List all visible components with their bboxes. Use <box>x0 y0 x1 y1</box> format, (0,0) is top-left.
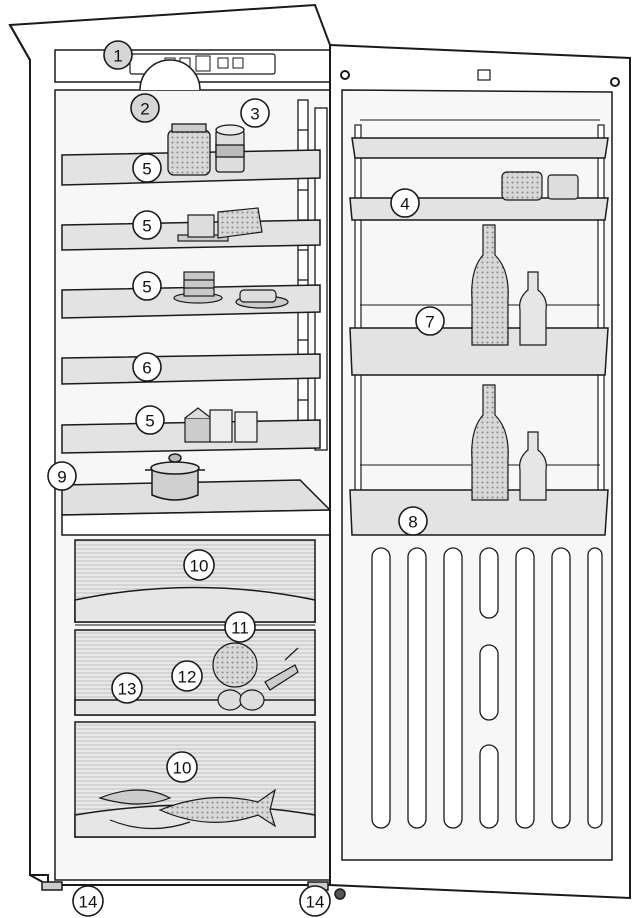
callout-circle <box>130 93 160 123</box>
fish <box>98 788 277 830</box>
callout-circle <box>132 271 162 301</box>
callout-circle <box>132 352 162 382</box>
callout-c10a: 10 <box>183 549 215 581</box>
cake-and-butter <box>173 271 289 309</box>
callout-circle <box>132 153 162 183</box>
shelf <box>61 353 321 385</box>
callout-c1: 1 <box>103 40 133 70</box>
callout-c9: 9 <box>47 461 77 491</box>
callout-label: 9 <box>57 468 66 487</box>
callout-circle <box>103 40 133 70</box>
door-bottles <box>471 224 547 501</box>
callout-circle <box>135 405 165 435</box>
callout-label: 4 <box>400 195 409 214</box>
callout-c12: 12 <box>171 660 203 692</box>
door-bin-top <box>351 137 609 159</box>
door-jars <box>501 171 579 201</box>
door-bin-2 <box>349 197 609 221</box>
callout-c2: 2 <box>130 93 160 123</box>
callout-c14a: 14 <box>72 885 104 917</box>
door-slots <box>371 547 603 829</box>
callout-c5a: 5 <box>132 153 162 183</box>
callout-circle <box>171 660 203 692</box>
vegetables <box>212 642 299 711</box>
callout-c3: 3 <box>240 98 270 128</box>
callout-c11: 11 <box>224 611 256 643</box>
callout-label: 1 <box>113 47 122 66</box>
callout-label: 10 <box>173 759 192 778</box>
callout-label: 10 <box>190 557 209 576</box>
callout-label: 5 <box>142 217 151 236</box>
callout-c5c: 5 <box>132 271 162 301</box>
callout-c7: 7 <box>415 306 445 336</box>
control-button <box>232 57 244 69</box>
callout-label: 2 <box>140 100 149 119</box>
callout-circle <box>240 98 270 128</box>
callout-label: 6 <box>142 359 151 378</box>
callout-label: 7 <box>425 313 434 332</box>
callout-label: 11 <box>231 619 249 638</box>
interior-light <box>139 59 201 91</box>
callout-circle <box>183 549 215 581</box>
jar-and-can <box>167 123 245 176</box>
cheese-plate <box>177 207 263 242</box>
callout-c13: 13 <box>111 672 143 704</box>
drawers <box>74 539 316 838</box>
callout-label: 5 <box>142 160 151 179</box>
callout-circle <box>390 188 420 218</box>
callout-circle <box>111 672 143 704</box>
callout-c4: 4 <box>390 188 420 218</box>
callout-circle <box>398 506 428 536</box>
callout-c10b: 10 <box>166 751 198 783</box>
callout-label: 14 <box>306 893 325 912</box>
callout-circle <box>299 885 331 917</box>
callout-label: 12 <box>178 668 197 687</box>
callout-c5d: 5 <box>135 405 165 435</box>
temperature-display <box>195 55 211 72</box>
cabinet-side-wall <box>9 24 49 886</box>
callout-circle <box>47 461 77 491</box>
callout-label: 14 <box>79 893 98 912</box>
callout-circle <box>72 885 104 917</box>
callout-label: 3 <box>250 105 259 124</box>
callout-circle <box>132 210 162 240</box>
callout-c6: 6 <box>132 352 162 382</box>
callout-circle <box>224 611 256 643</box>
callout-label: 13 <box>118 680 137 699</box>
callout-label: 5 <box>145 412 154 431</box>
callout-label: 5 <box>142 278 151 297</box>
callout-label: 8 <box>408 513 417 532</box>
control-button <box>217 57 229 69</box>
carton-and-glasses <box>184 407 258 443</box>
callout-circle <box>166 751 198 783</box>
callout-c14b: 14 <box>299 885 331 917</box>
callout-c5b: 5 <box>132 210 162 240</box>
callout-circle <box>415 306 445 336</box>
callout-c8: 8 <box>398 506 428 536</box>
